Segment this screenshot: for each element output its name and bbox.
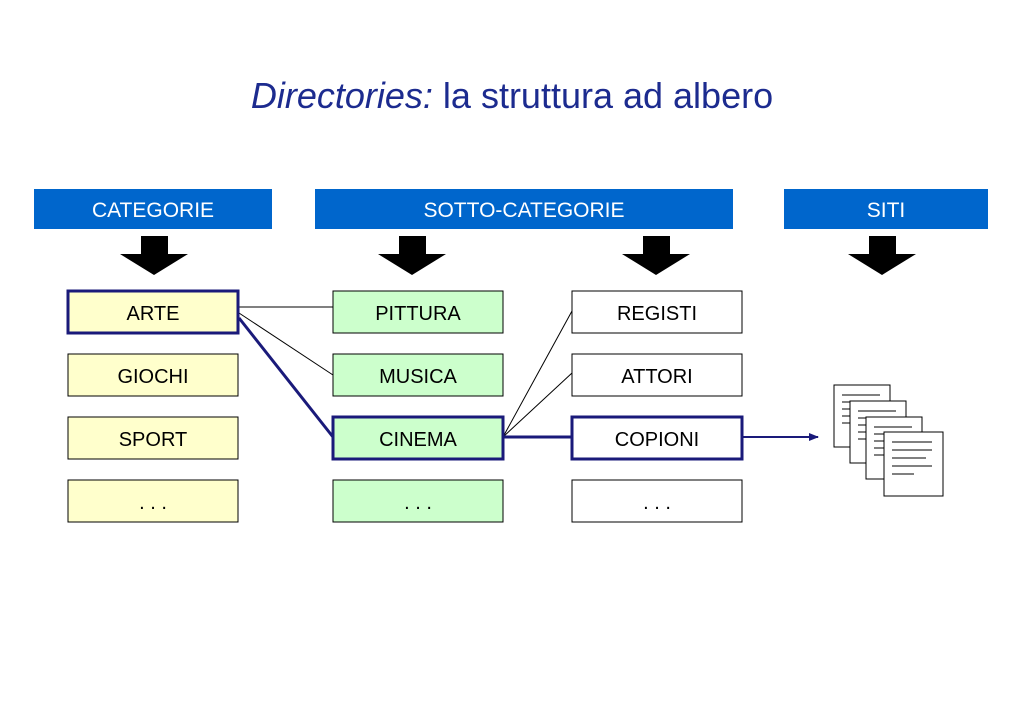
stacked-documents-icon xyxy=(833,384,944,497)
title-rest: la struttura ad albero xyxy=(433,75,773,116)
category-label: . . . xyxy=(139,492,167,514)
header-siti-label: SITI xyxy=(867,199,906,222)
category-node-more[interactable]: . . . xyxy=(67,479,239,523)
category-node-giochi[interactable]: GIOCHI xyxy=(67,353,239,397)
subcategory-label: REGISTI xyxy=(617,303,697,325)
subcategory-label: CINEMA xyxy=(379,429,457,451)
subcategory-node-copioni[interactable]: COPIONI xyxy=(570,415,744,461)
subcategory-node-pittura[interactable]: PITTURA xyxy=(332,290,504,334)
connector-line xyxy=(502,310,573,438)
subcategory-node-attori[interactable]: ATTORI xyxy=(571,353,743,397)
down-arrow-icon xyxy=(378,236,446,275)
down-arrow-icon xyxy=(848,236,916,275)
connector-line xyxy=(502,372,573,438)
highlight-path xyxy=(237,317,335,438)
category-label: GIOCHI xyxy=(117,366,188,388)
down-arrow-icon xyxy=(622,236,690,275)
subcategory-label: ATTORI xyxy=(621,366,692,388)
subcategory-label: PITTURA xyxy=(375,303,461,325)
subcategory-node-more[interactable]: . . . xyxy=(332,479,504,523)
header-siti: SITI xyxy=(784,189,988,229)
subcategory-label: . . . xyxy=(643,492,671,514)
header-sotto-categorie: SOTTO-CATEGORIE xyxy=(315,189,733,229)
subcategory-node-musica[interactable]: MUSICA xyxy=(332,353,504,397)
header-sotto-categorie-label: SOTTO-CATEGORIE xyxy=(423,199,624,222)
header-categorie-label: CATEGORIE xyxy=(92,199,214,222)
header-categorie: CATEGORIE xyxy=(34,189,272,229)
page-title: Directories: la struttura ad albero xyxy=(251,75,773,116)
category-node-sport[interactable]: SPORT xyxy=(67,416,239,460)
category-label: SPORT xyxy=(119,429,188,451)
connector-line xyxy=(238,312,334,376)
subcategory-node-cinema[interactable]: CINEMA xyxy=(331,415,505,461)
subcategory-label: . . . xyxy=(404,492,432,514)
title-italic: Directories: xyxy=(251,75,433,116)
subcategory-label: COPIONI xyxy=(615,429,699,451)
category-node-arte[interactable]: ARTE xyxy=(66,289,240,335)
subcategory-label: MUSICA xyxy=(379,366,457,388)
subcategory-node-more-2[interactable]: . . . xyxy=(571,479,743,523)
down-arrow-icon xyxy=(120,236,188,275)
category-label: ARTE xyxy=(127,303,180,325)
subcategory-node-registi[interactable]: REGISTI xyxy=(571,290,743,334)
